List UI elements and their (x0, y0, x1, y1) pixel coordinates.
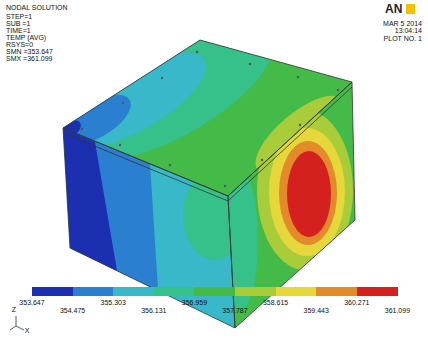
logo-mark (406, 4, 415, 14)
color-band (357, 287, 398, 296)
color-band (316, 287, 357, 296)
info-text: STEP=1 (6, 13, 32, 21)
plot-number: PLOT NO. 1 (384, 35, 422, 43)
color-band (73, 287, 114, 296)
info-text: SMN =353.647 (6, 48, 53, 56)
info-text: SUB =1 (6, 20, 30, 28)
date-text: MAR 5 2014 (383, 20, 422, 28)
legend-value: 357.787 (222, 307, 247, 315)
plot-heading: NODAL SOLUTION (6, 4, 68, 12)
time-text: 13:04:14 (395, 27, 422, 35)
right-face (220, 70, 370, 339)
info-text: SMX =361.099 (6, 55, 53, 63)
color-band (194, 287, 235, 296)
legend-value: 353.647 (19, 299, 44, 307)
info-text: TEMP (AVG) (6, 34, 46, 42)
legend-value: 358.615 (263, 299, 288, 307)
color-band (32, 287, 73, 296)
axis-label: X (25, 327, 30, 335)
legend-value: 356.959 (182, 299, 207, 307)
logo-text: AN (385, 3, 402, 16)
box-outline (63, 40, 355, 328)
axis-triad (10, 316, 24, 330)
color-band (154, 287, 195, 296)
legend-value: 356.131 (141, 307, 166, 315)
axis-label: Z (12, 306, 16, 314)
color-band (276, 287, 317, 296)
legend-value: 360.271 (344, 299, 369, 307)
legend-value: 359.443 (304, 307, 329, 315)
color-band (113, 287, 154, 296)
info-text: RSYS=0 (6, 41, 33, 49)
legend-value: 354.475 (60, 307, 85, 315)
screw-dots (81, 51, 339, 187)
legend-value: 355.303 (101, 299, 126, 307)
legend-value: 361.099 (385, 307, 410, 315)
color-band (235, 287, 276, 296)
info-text: TIME=1 (6, 27, 31, 35)
